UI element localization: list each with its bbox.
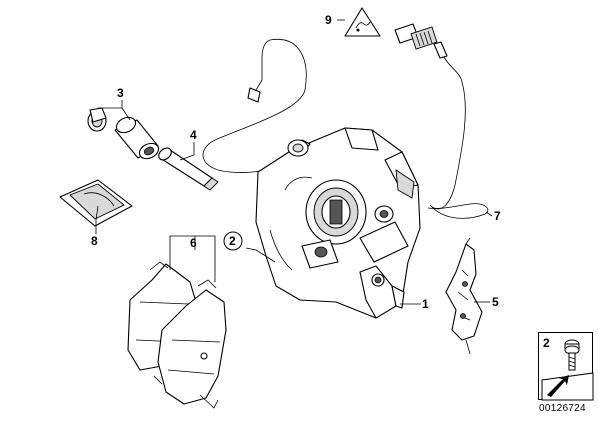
callout-2-circle bbox=[223, 231, 243, 251]
brake-pads bbox=[127, 261, 227, 409]
arrow-icon bbox=[541, 372, 594, 401]
leader-lines bbox=[95, 19, 493, 305]
legend-number: 2 bbox=[543, 336, 550, 350]
wear-sensor-cable bbox=[202, 38, 489, 219]
callout-2: 2 bbox=[229, 234, 236, 248]
spring-clip bbox=[445, 237, 483, 355]
wear-sensor-connector bbox=[394, 23, 463, 83]
brake-caliper bbox=[255, 127, 421, 319]
guide-bolt bbox=[158, 147, 219, 191]
callout-5: 5 bbox=[492, 295, 499, 309]
callout-4: 4 bbox=[190, 128, 197, 142]
callout-7: 7 bbox=[494, 209, 501, 223]
callout-9: 9 bbox=[325, 13, 332, 27]
warning-triangle-icon bbox=[344, 7, 381, 37]
callout-3: 3 bbox=[117, 86, 124, 100]
callout-1: 1 bbox=[422, 297, 429, 311]
callout-6: 6 bbox=[190, 236, 197, 250]
bolt-icon bbox=[564, 339, 580, 371]
catalog-number: 00126724 bbox=[539, 403, 586, 414]
guide-bush-set bbox=[87, 107, 160, 160]
callout-numbers: 3 4 8 6 2 1 5 7 9 bbox=[91, 13, 501, 311]
legend-box: 2 bbox=[538, 332, 594, 401]
callout-8: 8 bbox=[91, 234, 98, 248]
grease-sachet bbox=[59, 179, 133, 227]
